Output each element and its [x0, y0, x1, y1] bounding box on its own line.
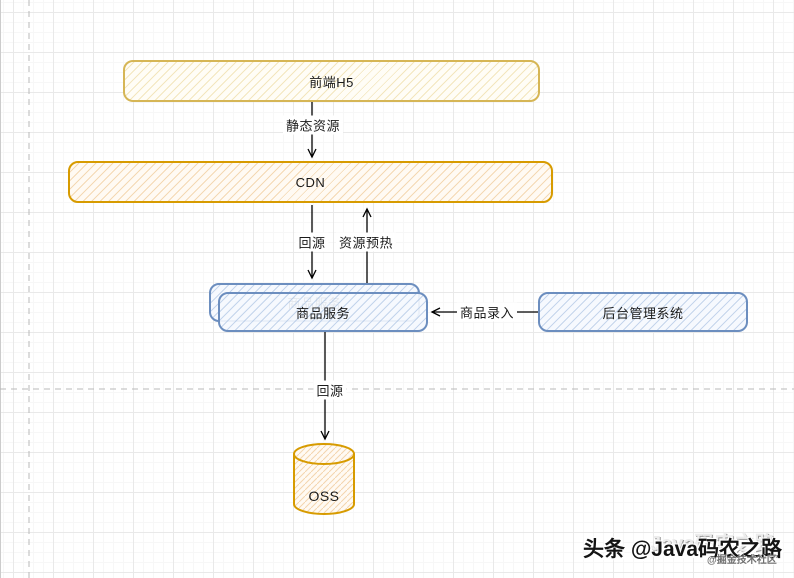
node-frontend-h5[interactable]: 前端H5: [123, 60, 540, 102]
edge-label-product-entry[interactable]: 商品录入: [456, 302, 518, 322]
node-cdn[interactable]: CDN: [68, 161, 553, 203]
node-frontend-h5-label: 前端H5: [309, 74, 354, 90]
node-oss-label: OSS: [308, 488, 340, 504]
node-admin-system-label: 后台管理系统: [602, 305, 684, 321]
edge-label-oss-back-to-source[interactable]: 回源: [313, 380, 347, 400]
node-cdn-label: CDN: [295, 174, 326, 190]
node-product-service-front-label: 商品服务: [295, 305, 350, 321]
oss-cylinder-shape: [293, 443, 355, 515]
edge-label-static-assets[interactable]: 静态资源: [282, 115, 344, 135]
node-product-service-front[interactable]: 商品服务: [218, 292, 428, 332]
node-oss-cylinder[interactable]: OSS: [293, 442, 355, 516]
edge-label-cdn-back-to-source[interactable]: 回源: [295, 232, 329, 252]
edge-label-resource-preheat[interactable]: 资源预热: [335, 232, 397, 252]
node-admin-system[interactable]: 后台管理系统: [538, 292, 748, 332]
